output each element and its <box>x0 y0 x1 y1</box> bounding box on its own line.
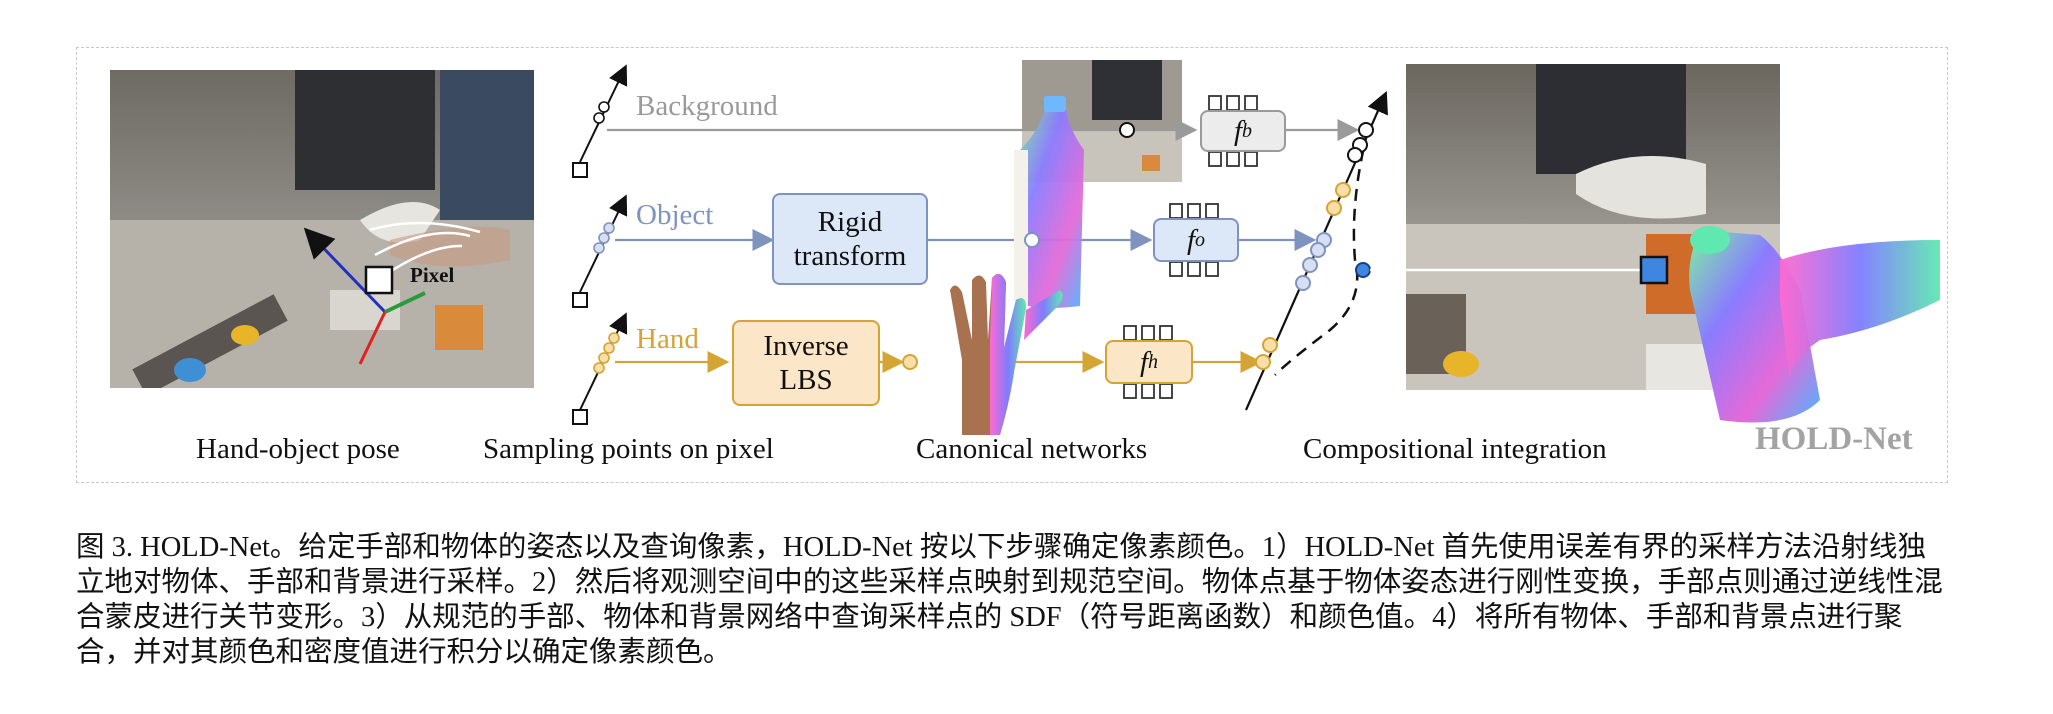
section-sampling-label: Sampling points on pixel <box>483 433 774 465</box>
fb-sub: b <box>1242 120 1253 142</box>
pixel-label: Pixel <box>410 263 455 287</box>
composed-render <box>1639 226 1940 423</box>
pose-axes <box>303 221 481 365</box>
network-fb <box>1208 95 1258 167</box>
rigid-line1: Rigid <box>817 206 883 238</box>
canonical-object-mesh <box>1014 96 1084 308</box>
lbs-line1: Inverse <box>763 330 849 362</box>
composition-ray <box>1244 90 1640 411</box>
section-pose-label: Hand-object pose <box>196 433 400 465</box>
lbs-line2: LBS <box>779 364 833 396</box>
rigid-line2: transform <box>793 240 907 272</box>
figure-frame <box>76 47 1948 483</box>
section-integration-label: Compositional integration <box>1303 433 1607 465</box>
fh-label: f <box>1139 346 1149 378</box>
hand-object-pose-photo <box>110 70 534 388</box>
section-canonical-label: Canonical networks <box>916 433 1148 465</box>
fo-sub: o <box>1195 229 1206 251</box>
rigid-transform-box: Rigid transform <box>772 193 928 285</box>
hand-branch <box>615 351 1263 373</box>
inverse-lbs-box: Inverse LBS <box>732 320 880 406</box>
background-branch-label: Background <box>636 90 778 122</box>
hand-branch-label: Hand <box>636 323 699 355</box>
network-fh <box>1123 325 1173 399</box>
fb-label: f <box>1233 115 1243 147</box>
canonical-hand-mesh <box>950 273 1063 435</box>
fo-label: f <box>1186 224 1196 256</box>
fh-sub: h <box>1148 351 1159 373</box>
background-branch <box>607 119 1360 141</box>
sampling-rays <box>572 64 628 425</box>
diagram-title: HOLD-Net <box>1755 421 1913 457</box>
figure-caption: 图 3. HOLD-Net。给定手部和物体的姿态以及查询像素，HOLD-Net … <box>76 532 1943 668</box>
object-branch-label: Object <box>636 199 714 231</box>
